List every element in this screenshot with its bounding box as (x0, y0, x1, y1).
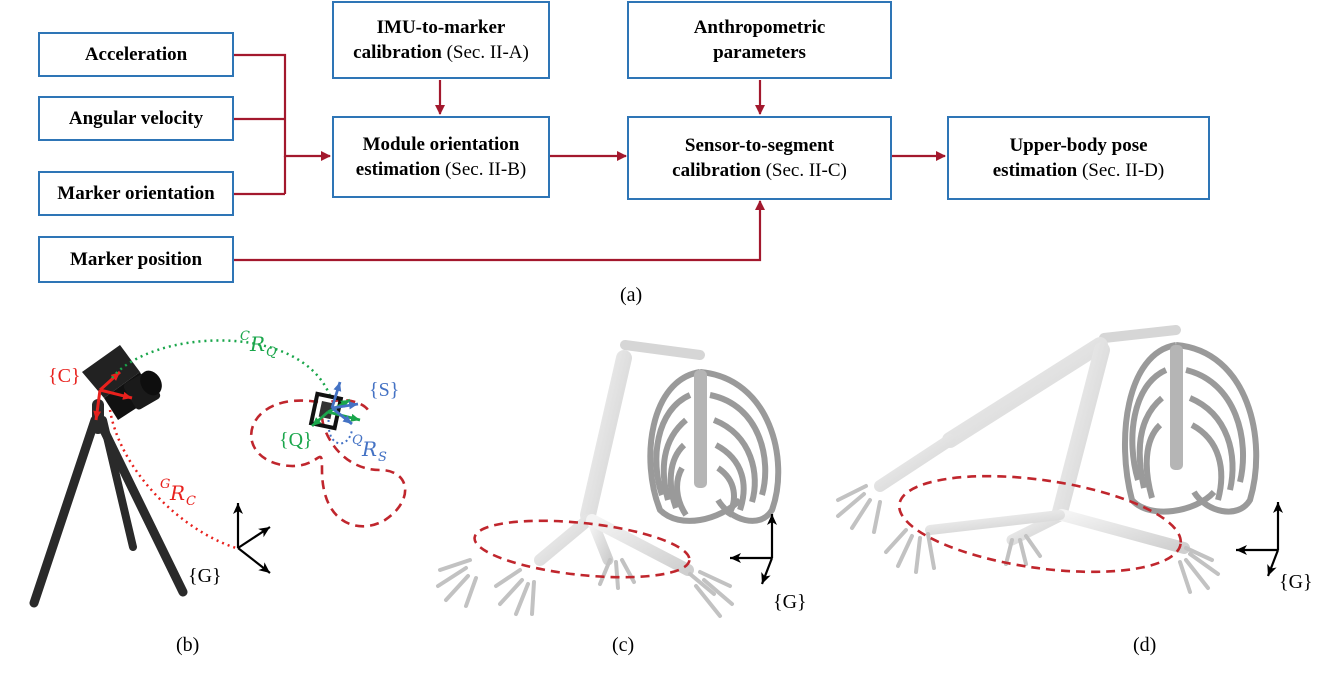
sensor-frame-label: {S} (369, 379, 399, 401)
marker-orientation-label: Marker orientation (57, 183, 215, 204)
pose-ref: (Sec. II-D) (1077, 160, 1165, 181)
anthropometric-parameters-block: Anthropometric parameters (627, 1, 892, 79)
ribcage-d (1122, 342, 1260, 515)
marker-position-label: Marker position (69, 249, 203, 270)
sternum-d (1170, 345, 1183, 470)
frame-labels: {C} {S} {Q} {G} {G} {G} (48, 365, 1313, 613)
forearm-highlight-c (473, 519, 691, 579)
forearm-highlight-d (897, 474, 1183, 574)
angular-velocity-label: Angular velocity (68, 108, 204, 129)
upper-body-pose-block: Upper-body pose estimation (Sec. II-D) (947, 116, 1210, 200)
imu-calib-line1: IMU-to-marker (376, 17, 506, 38)
anthro-line1: Anthropometric (693, 17, 826, 38)
rotation-labels: CRQ QRS GRC (160, 329, 387, 509)
imu-calib-ref: (Sec. II-A) (441, 42, 529, 63)
camera-frame-axes (93, 370, 133, 421)
clavicle-c (620, 340, 705, 360)
flow-connectors (233, 53, 946, 262)
imu-calib-line2: calibration (353, 42, 442, 63)
module-line1: Module orientation (362, 134, 520, 155)
pose-line1: Upper-body pose (1009, 135, 1148, 156)
sternum-c (694, 370, 707, 488)
module-line2: estimation (355, 159, 441, 180)
marker-position-block: Marker position (38, 236, 234, 283)
caption-b: (b) (176, 634, 200, 656)
ribcage-c (647, 369, 782, 524)
angular-velocity-block: Angular velocity (38, 96, 234, 141)
c-rq-dotted-path (111, 339, 332, 397)
global-frame-c-label: {G} (773, 591, 807, 613)
imu-to-marker-calibration-block: IMU-to-marker calibration (Sec. II-A) (332, 1, 550, 79)
acceleration-block: Acceleration (38, 32, 234, 77)
caption-a: (a) (620, 284, 643, 306)
skeleton-d (836, 325, 1260, 594)
camera (82, 345, 162, 420)
sensor-to-segment-block: Sensor-to-segment calibration (Sec. II-C… (627, 116, 892, 200)
tripod (29, 399, 188, 608)
q-rs-label: QRS (352, 433, 387, 465)
global-frame-b-axes (233, 503, 271, 574)
clavicle-d (1099, 325, 1181, 343)
global-frame-d-axes (1236, 502, 1283, 577)
acceleration-label: Acceleration (84, 44, 188, 65)
s2s-ref: (Sec. II-C) (760, 160, 847, 181)
caption-d: (d) (1133, 634, 1157, 656)
hands-d (836, 484, 1220, 594)
global-frame-c-axes (730, 514, 777, 585)
marker-frame-axes (311, 381, 361, 428)
g-rc-label: GRC (160, 477, 196, 509)
module-ref: (Sec. II-B) (440, 159, 527, 180)
global-frame-d-label: {G} (1279, 571, 1313, 593)
marker-orientation-block: Marker orientation (38, 171, 234, 216)
c-rq-label: CRQ (240, 329, 277, 360)
skeleton-c (436, 340, 782, 618)
g-rc-dotted-path (108, 409, 237, 550)
arm-c (534, 350, 694, 576)
pose-line2: estimation (992, 160, 1078, 181)
arm-d (874, 337, 1190, 554)
marker-frame-label: {Q} (279, 429, 313, 451)
camera-frame-label: {C} (48, 365, 81, 387)
anthro-line2: parameters (713, 42, 806, 63)
s2s-line2: calibration (672, 160, 761, 181)
s2s-line1: Sensor-to-segment (684, 135, 835, 156)
q-rs-dotted-path (327, 409, 353, 445)
module-orientation-block: Module orientation estimation (Sec. II-B… (332, 116, 550, 198)
global-frame-b-label: {G} (188, 565, 222, 587)
hands-c (436, 558, 734, 618)
caption-c: (c) (612, 634, 635, 656)
